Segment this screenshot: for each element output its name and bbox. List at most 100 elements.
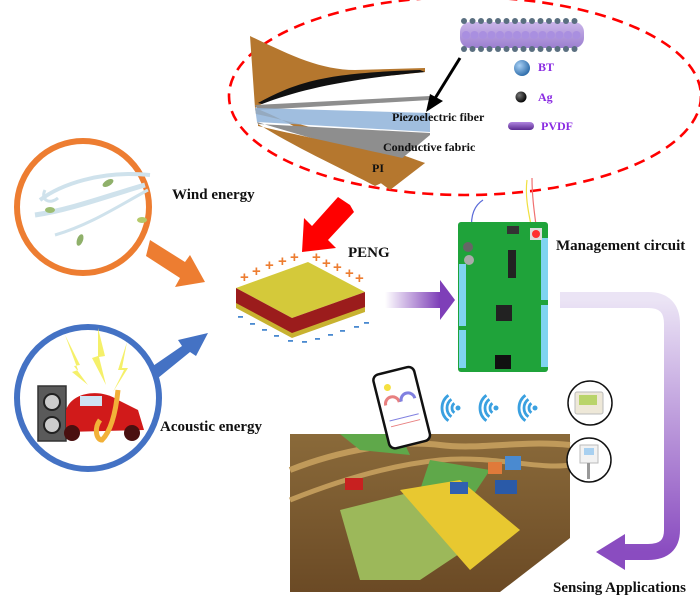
positive-charge: + <box>322 255 331 272</box>
ag-particle <box>461 18 467 24</box>
peng-device: ++++++++++ <box>236 249 369 343</box>
ag-particle <box>495 18 501 24</box>
acoustic-source-icon <box>14 324 208 472</box>
ag-legend-icon <box>515 91 527 103</box>
ag-particle <box>512 18 518 24</box>
positive-charge: + <box>290 249 299 266</box>
ag-particle <box>563 18 569 24</box>
legend-pvdf-label: PVDF <box>541 119 573 133</box>
conductive-fabric-label: Conductive fabric <box>383 140 476 154</box>
peng-label: PENG <box>348 245 390 261</box>
negative-charge <box>328 334 333 336</box>
bt-particle <box>513 31 521 39</box>
ag-particle <box>478 46 484 52</box>
positive-charge: + <box>278 253 287 270</box>
negative-charge <box>262 329 267 331</box>
layer-stack-illustration <box>250 36 430 190</box>
positive-charge: + <box>240 269 249 286</box>
conductive-fabric-bottom <box>257 122 430 160</box>
management-circuit-board <box>458 177 548 372</box>
ag-particle <box>554 46 561 52</box>
ag-particle <box>546 18 552 24</box>
pvdf-legend-icon <box>508 122 534 130</box>
ag-particle <box>469 46 476 52</box>
bt-particle <box>470 31 479 39</box>
positive-charge: + <box>252 263 261 280</box>
bt-particle <box>564 31 572 39</box>
fiber-pointer-arrowhead <box>426 94 443 112</box>
ag-particle <box>469 18 476 24</box>
ag-particle <box>546 46 552 52</box>
wifi-signal-icon <box>440 394 461 422</box>
bt-particle <box>530 31 538 39</box>
ag-particle <box>486 18 493 24</box>
legend-bt-label: BT <box>538 60 555 74</box>
negative-charge <box>315 338 320 340</box>
ag-particle <box>520 46 527 52</box>
humidity-sensor-icon <box>566 437 612 483</box>
bt-particle <box>538 31 547 39</box>
force-arrow <box>302 197 354 252</box>
detail-ellipse <box>227 0 700 197</box>
negative-charge <box>364 322 369 324</box>
positive-charge: + <box>345 265 354 282</box>
negative-charge <box>302 341 307 343</box>
legend-ag-label: Ag <box>538 90 553 104</box>
composite-fiber-illustration <box>460 18 584 52</box>
positive-charge: + <box>265 257 274 274</box>
fiber-pointer-arrow <box>432 57 462 101</box>
ag-particle <box>512 46 518 52</box>
bt-particle <box>462 31 470 39</box>
ag-particle <box>571 46 578 52</box>
ag-particle <box>537 46 544 52</box>
ag-particle <box>486 46 493 52</box>
bt-particle <box>521 31 530 39</box>
bt-particle <box>555 31 564 39</box>
ag-particle <box>503 18 510 24</box>
ag-particle <box>461 46 467 52</box>
flow-arrow-to-applications <box>560 292 680 570</box>
farm-field-illustration <box>288 434 571 592</box>
negative-charge <box>288 340 293 342</box>
bt-legend-icon <box>514 60 530 76</box>
wind-source-icon <box>14 138 205 287</box>
bt-particle <box>572 31 581 39</box>
ag-particle <box>554 18 561 24</box>
bt-particle <box>487 31 496 39</box>
positive-charge: + <box>355 270 364 287</box>
ag-particle <box>563 46 569 52</box>
ag-particle <box>503 46 510 52</box>
acoustic-energy-label: Acoustic energy <box>160 419 263 435</box>
negative-charge <box>250 323 255 325</box>
bt-particle <box>504 31 513 39</box>
ag-particle <box>529 18 535 24</box>
ag-particle <box>520 18 527 24</box>
sensing-applications-label: Sensing Applications <box>553 580 686 596</box>
thermostat-sensor-icon <box>567 380 613 426</box>
management-circuit-label: Management circuit <box>556 238 686 254</box>
negative-charge <box>238 316 243 318</box>
black-electrode <box>258 70 425 104</box>
positive-charge: + <box>333 259 342 276</box>
ag-particle <box>529 46 535 52</box>
piezo-fiber-layer <box>255 108 430 132</box>
smartphone-icon <box>372 365 432 450</box>
piezoelectric-fiber-label: Piezoelectric fiber <box>392 110 485 124</box>
bt-particle <box>496 31 504 39</box>
bt-particle <box>479 31 487 39</box>
ag-particle <box>495 46 501 52</box>
ag-particle <box>478 18 484 24</box>
negative-charge <box>274 335 279 337</box>
positive-charge: + <box>312 249 321 266</box>
negative-charge <box>340 330 345 332</box>
pi-label: PI <box>372 161 384 175</box>
pi-bottom <box>258 124 425 186</box>
wind-energy-label: Wind energy <box>172 187 255 203</box>
negative-charge <box>354 326 359 328</box>
bt-particle <box>547 31 555 39</box>
conductive-fabric-top <box>255 96 430 110</box>
ag-particle <box>571 18 578 24</box>
wifi-signal-icon <box>478 394 499 422</box>
flow-arrow-to-circuit <box>385 280 455 320</box>
